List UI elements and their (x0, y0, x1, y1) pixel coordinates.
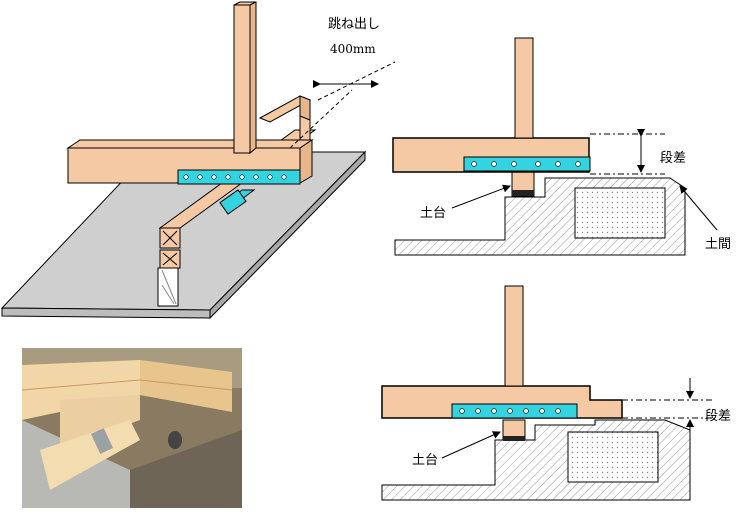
section-view-top: 段差 土台 土間 (392, 37, 731, 256)
sill-label-bottom: 土台 (412, 453, 438, 468)
cantilever-label: 跳ね出し (328, 17, 380, 32)
plate-section-bottom (451, 403, 578, 419)
isometric-view: 跳ね出し 400mm (0, 1, 396, 320)
horizontal-beam (66, 139, 314, 149)
doma-label: 土間 (705, 237, 731, 252)
vertical-post (233, 4, 251, 154)
sill-label-top: 土台 (420, 206, 446, 221)
cantilever-length-label: 400mm (330, 42, 376, 56)
site-photo (21, 348, 242, 508)
step-label-top: 段差 (660, 151, 686, 166)
section-view-bottom: 段差 土台 (381, 285, 731, 501)
step-label-bottom: 段差 (705, 409, 731, 424)
plate-section-top (463, 156, 591, 172)
steel-plate-iso (177, 169, 301, 185)
